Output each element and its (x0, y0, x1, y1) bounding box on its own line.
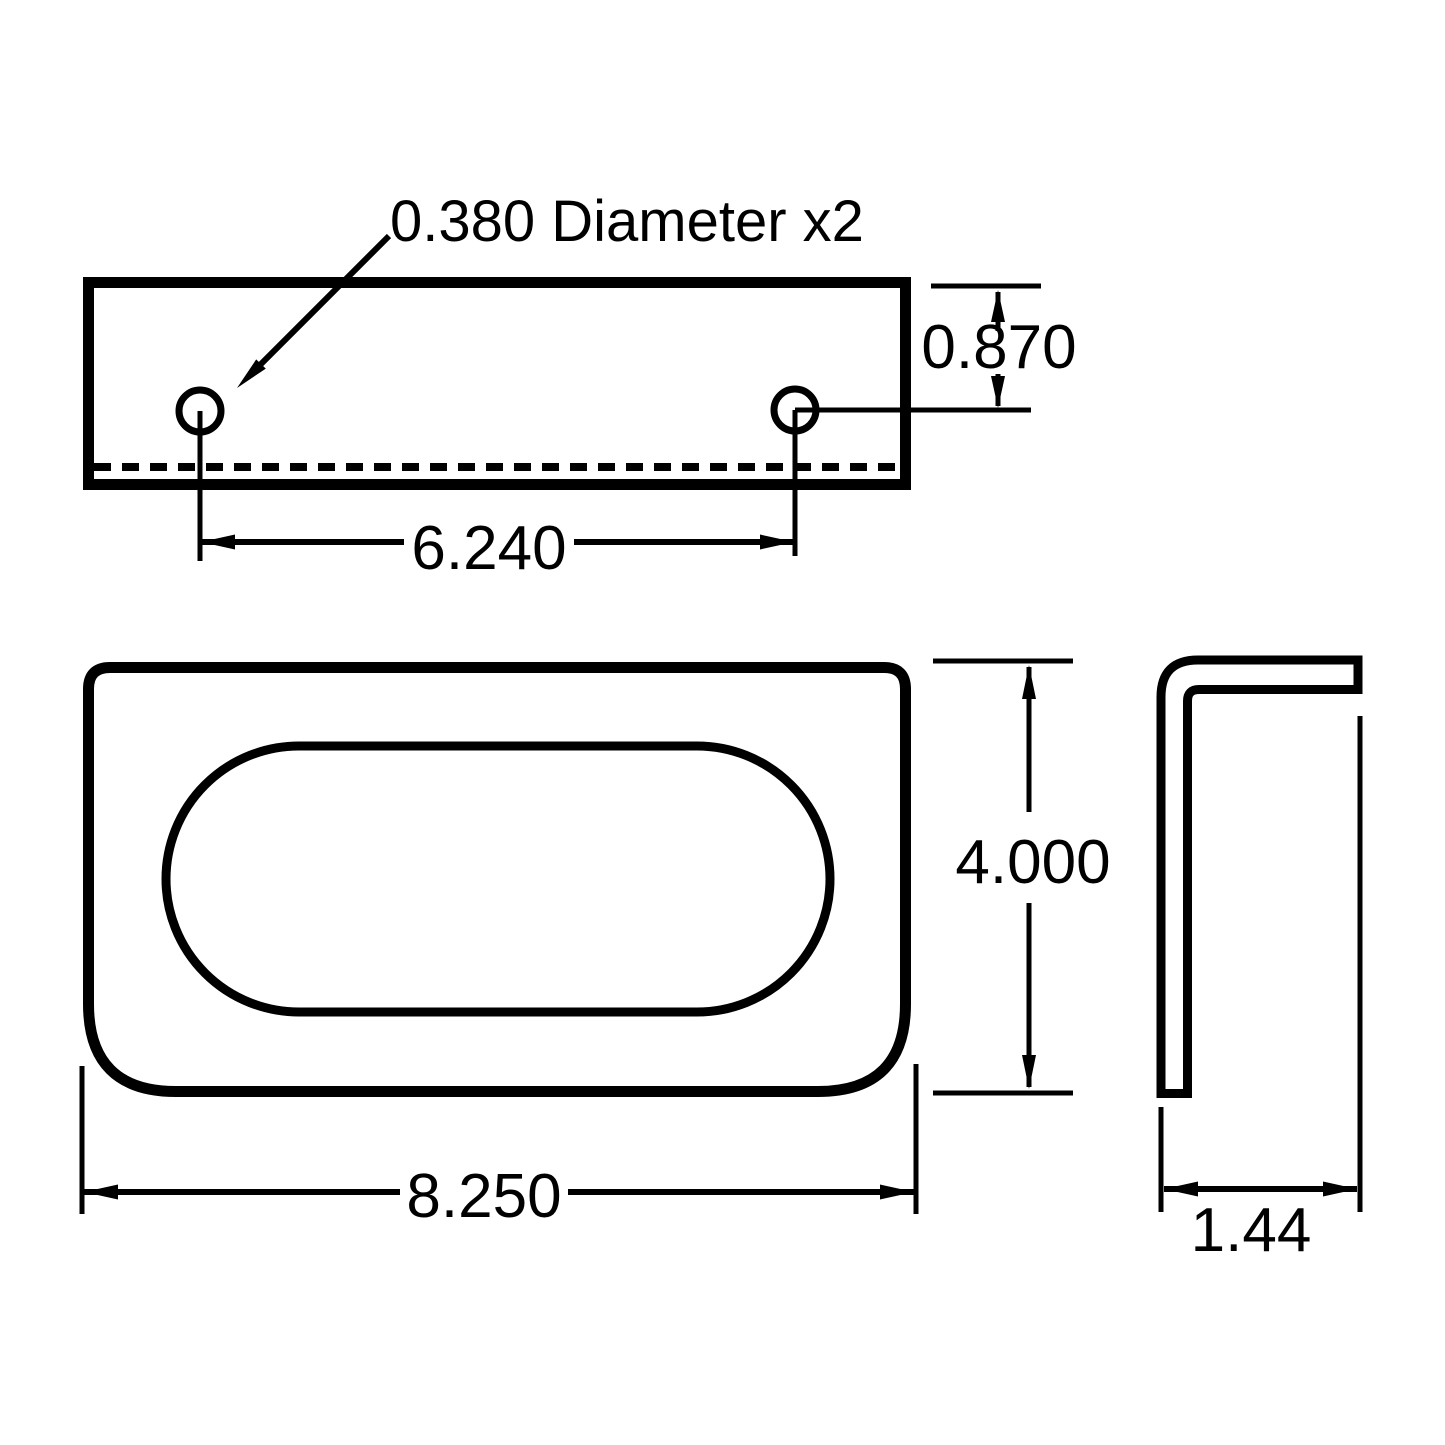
arrowhead-left (1164, 1181, 1198, 1197)
arrowhead-left (84, 1184, 118, 1200)
arrowhead-right (1323, 1181, 1357, 1197)
width-value: 8.250 (406, 1162, 561, 1231)
hole-spacing-value: 6.240 (411, 514, 566, 583)
hole-spacing-dimension: 6.240 (201, 514, 794, 583)
leader-line (247, 233, 392, 378)
width-dimension: 8.250 (79, 1064, 919, 1231)
arrowhead-down (1022, 1055, 1036, 1089)
arrowhead-right (760, 534, 794, 550)
depth-value: 1.44 (1191, 1196, 1312, 1265)
hole-callout-leader (237, 233, 392, 388)
top-view-outline (83, 277, 911, 490)
oval-light-cutout (161, 741, 835, 1017)
arrowhead-down (991, 376, 1005, 408)
front-view-outline (83, 662, 911, 1097)
leader-arrowhead (237, 359, 266, 388)
front-view: 4.000 8.250 (79, 658, 1111, 1231)
hole-callout-label: 0.380 Diameter x2 (390, 189, 864, 254)
depth-dimension: 1.44 (1158, 716, 1363, 1265)
arrowhead-right (880, 1184, 914, 1200)
top-view: 0.380 Diameter x2 6.240 0.870 (83, 189, 1077, 583)
side-view: 1.44 (1156, 655, 1363, 1265)
side-view-profile (1156, 655, 1363, 1098)
hole-offset-dimension: 0.870 (921, 283, 1077, 408)
arrowhead-left (201, 534, 235, 550)
height-value: 4.000 (955, 828, 1110, 897)
height-dimension: 4.000 (933, 658, 1111, 1096)
hole-offset-value: 0.870 (921, 313, 1076, 382)
arrowhead-up (1022, 665, 1036, 699)
arrowhead-up (991, 290, 1005, 322)
